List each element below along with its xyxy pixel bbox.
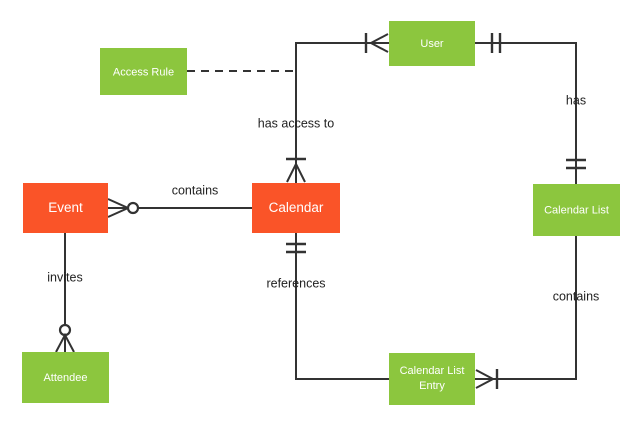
rel-label-has: has <box>566 93 586 107</box>
entity-calendar-list[interactable]: Calendar List <box>533 184 620 236</box>
entity-calendar-label: Calendar <box>269 200 324 215</box>
crowsfoot-entry-contains <box>475 369 496 389</box>
edge-group-event-contains-calendar <box>107 198 252 218</box>
rel-label-contains-list-entry: contains <box>553 289 600 303</box>
edge-group-user-has-calendar-list <box>475 33 586 184</box>
entity-event-rect[interactable] <box>23 183 108 233</box>
entity-calendar-list-entry[interactable]: Calendar List Entry <box>389 353 475 405</box>
crowsfoot-user-access-left <box>368 33 389 53</box>
entity-user-rect[interactable] <box>389 21 475 66</box>
crowsfoot-calendar-access-top <box>286 161 306 183</box>
rel-label-invites: invites <box>47 270 82 284</box>
entity-calendar-list-entry-label-line2: Entry <box>419 380 445 392</box>
crowsfoot-attendee-invites <box>55 332 75 353</box>
edge-calendarlist-contains-entry <box>475 236 577 380</box>
entity-user-label: User <box>420 38 444 50</box>
entity-access-rule[interactable]: Access Rule <box>100 48 187 95</box>
rel-label-has-access-to: has access to <box>258 116 334 130</box>
edge-group-calendarlist-contains-entry <box>475 236 577 389</box>
entity-calendar[interactable]: Calendar <box>252 183 340 233</box>
entity-attendee-label: Attendee <box>43 372 87 384</box>
entity-calendar-list-entry-rect[interactable] <box>389 353 475 405</box>
edge-user-has-calendar-list <box>475 42 577 184</box>
edge-group-calendar-references-entry <box>286 233 389 380</box>
edge-group-has-access-to <box>286 33 389 183</box>
entity-calendar-list-label: Calendar List <box>544 204 609 216</box>
entity-calendar-list-rect[interactable] <box>533 184 620 236</box>
crowsfoot-event-contains <box>107 198 131 218</box>
entity-calendar-rect[interactable] <box>252 183 340 233</box>
entity-access-rule-label: Access Rule <box>113 66 174 78</box>
entity-user[interactable]: User <box>389 21 475 66</box>
entity-event[interactable]: Event <box>23 183 108 233</box>
entity-access-rule-rect[interactable] <box>100 48 187 95</box>
entity-calendar-list-entry-label-line1: Calendar List <box>400 365 465 377</box>
rel-label-references: references <box>266 276 325 290</box>
entity-attendee-rect[interactable] <box>22 352 109 403</box>
entity-attendee[interactable]: Attendee <box>22 352 109 403</box>
rel-label-contains-event-calendar: contains <box>172 183 219 197</box>
edge-group-event-invites-attendee <box>55 233 75 353</box>
edge-user-has-access-to-calendar <box>295 42 389 183</box>
entity-event-label: Event <box>48 200 83 215</box>
edge-calendar-references-entry <box>295 233 389 380</box>
optional-circle-event-contains <box>126 201 140 215</box>
